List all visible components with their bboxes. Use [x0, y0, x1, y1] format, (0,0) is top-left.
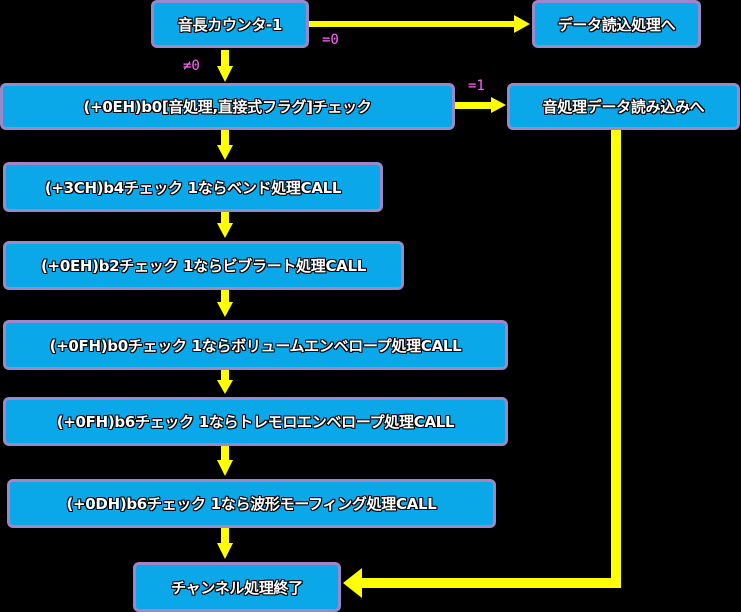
node-vibrato-check: (+0EH)b2チェック 1ならビブラート処理CALL: [3, 241, 404, 290]
arrow-volume-to-tremolo: [221, 370, 229, 382]
node-tremolo-env-check: (+0FH)b6チェック 1ならトレモロエンベロープ処理CALL: [3, 397, 508, 446]
edge-label-eq0: =0: [322, 32, 339, 48]
arrow-flag-to-bend: [221, 130, 229, 147]
node-sound-flag-check: (+0EH)b0[音処理,直接式フラグ]チェック: [0, 83, 455, 130]
node-channel-end: チャンネル処理終了: [133, 562, 341, 612]
node-to-sound-data-read: 音処理データ読み込みへ: [507, 83, 740, 130]
node-volume-env-check: (+0FH)b0チェック 1ならボリュームエンベロープ処理CALL: [3, 320, 508, 370]
node-waveform-morph-check: (+0DH)b6チェック 1なら波形モーフィング処理CALL: [7, 479, 496, 528]
arrow-sounddata-to-end: [611, 128, 621, 588]
node-length-counter: 音長カウンタ-1: [151, 0, 309, 48]
arrow-bend-to-vibrato: [221, 212, 229, 225]
node-to-data-read: データ読込処理へ: [532, 0, 701, 48]
arrow-ne0: [221, 50, 229, 68]
arrow-eq0: [308, 21, 516, 27]
edge-label-ne0: ≠0: [183, 58, 200, 74]
edge-label-eq1: =1: [468, 78, 485, 94]
arrow-eq1: [453, 102, 493, 109]
node-bend-check: (+3CH)b4チェック 1ならベンド処理CALL: [3, 162, 383, 212]
arrow-morph-to-end: [221, 528, 229, 545]
arrow-tremolo-to-morph: [221, 446, 229, 462]
arrow-vibrato-to-volume: [221, 290, 229, 304]
